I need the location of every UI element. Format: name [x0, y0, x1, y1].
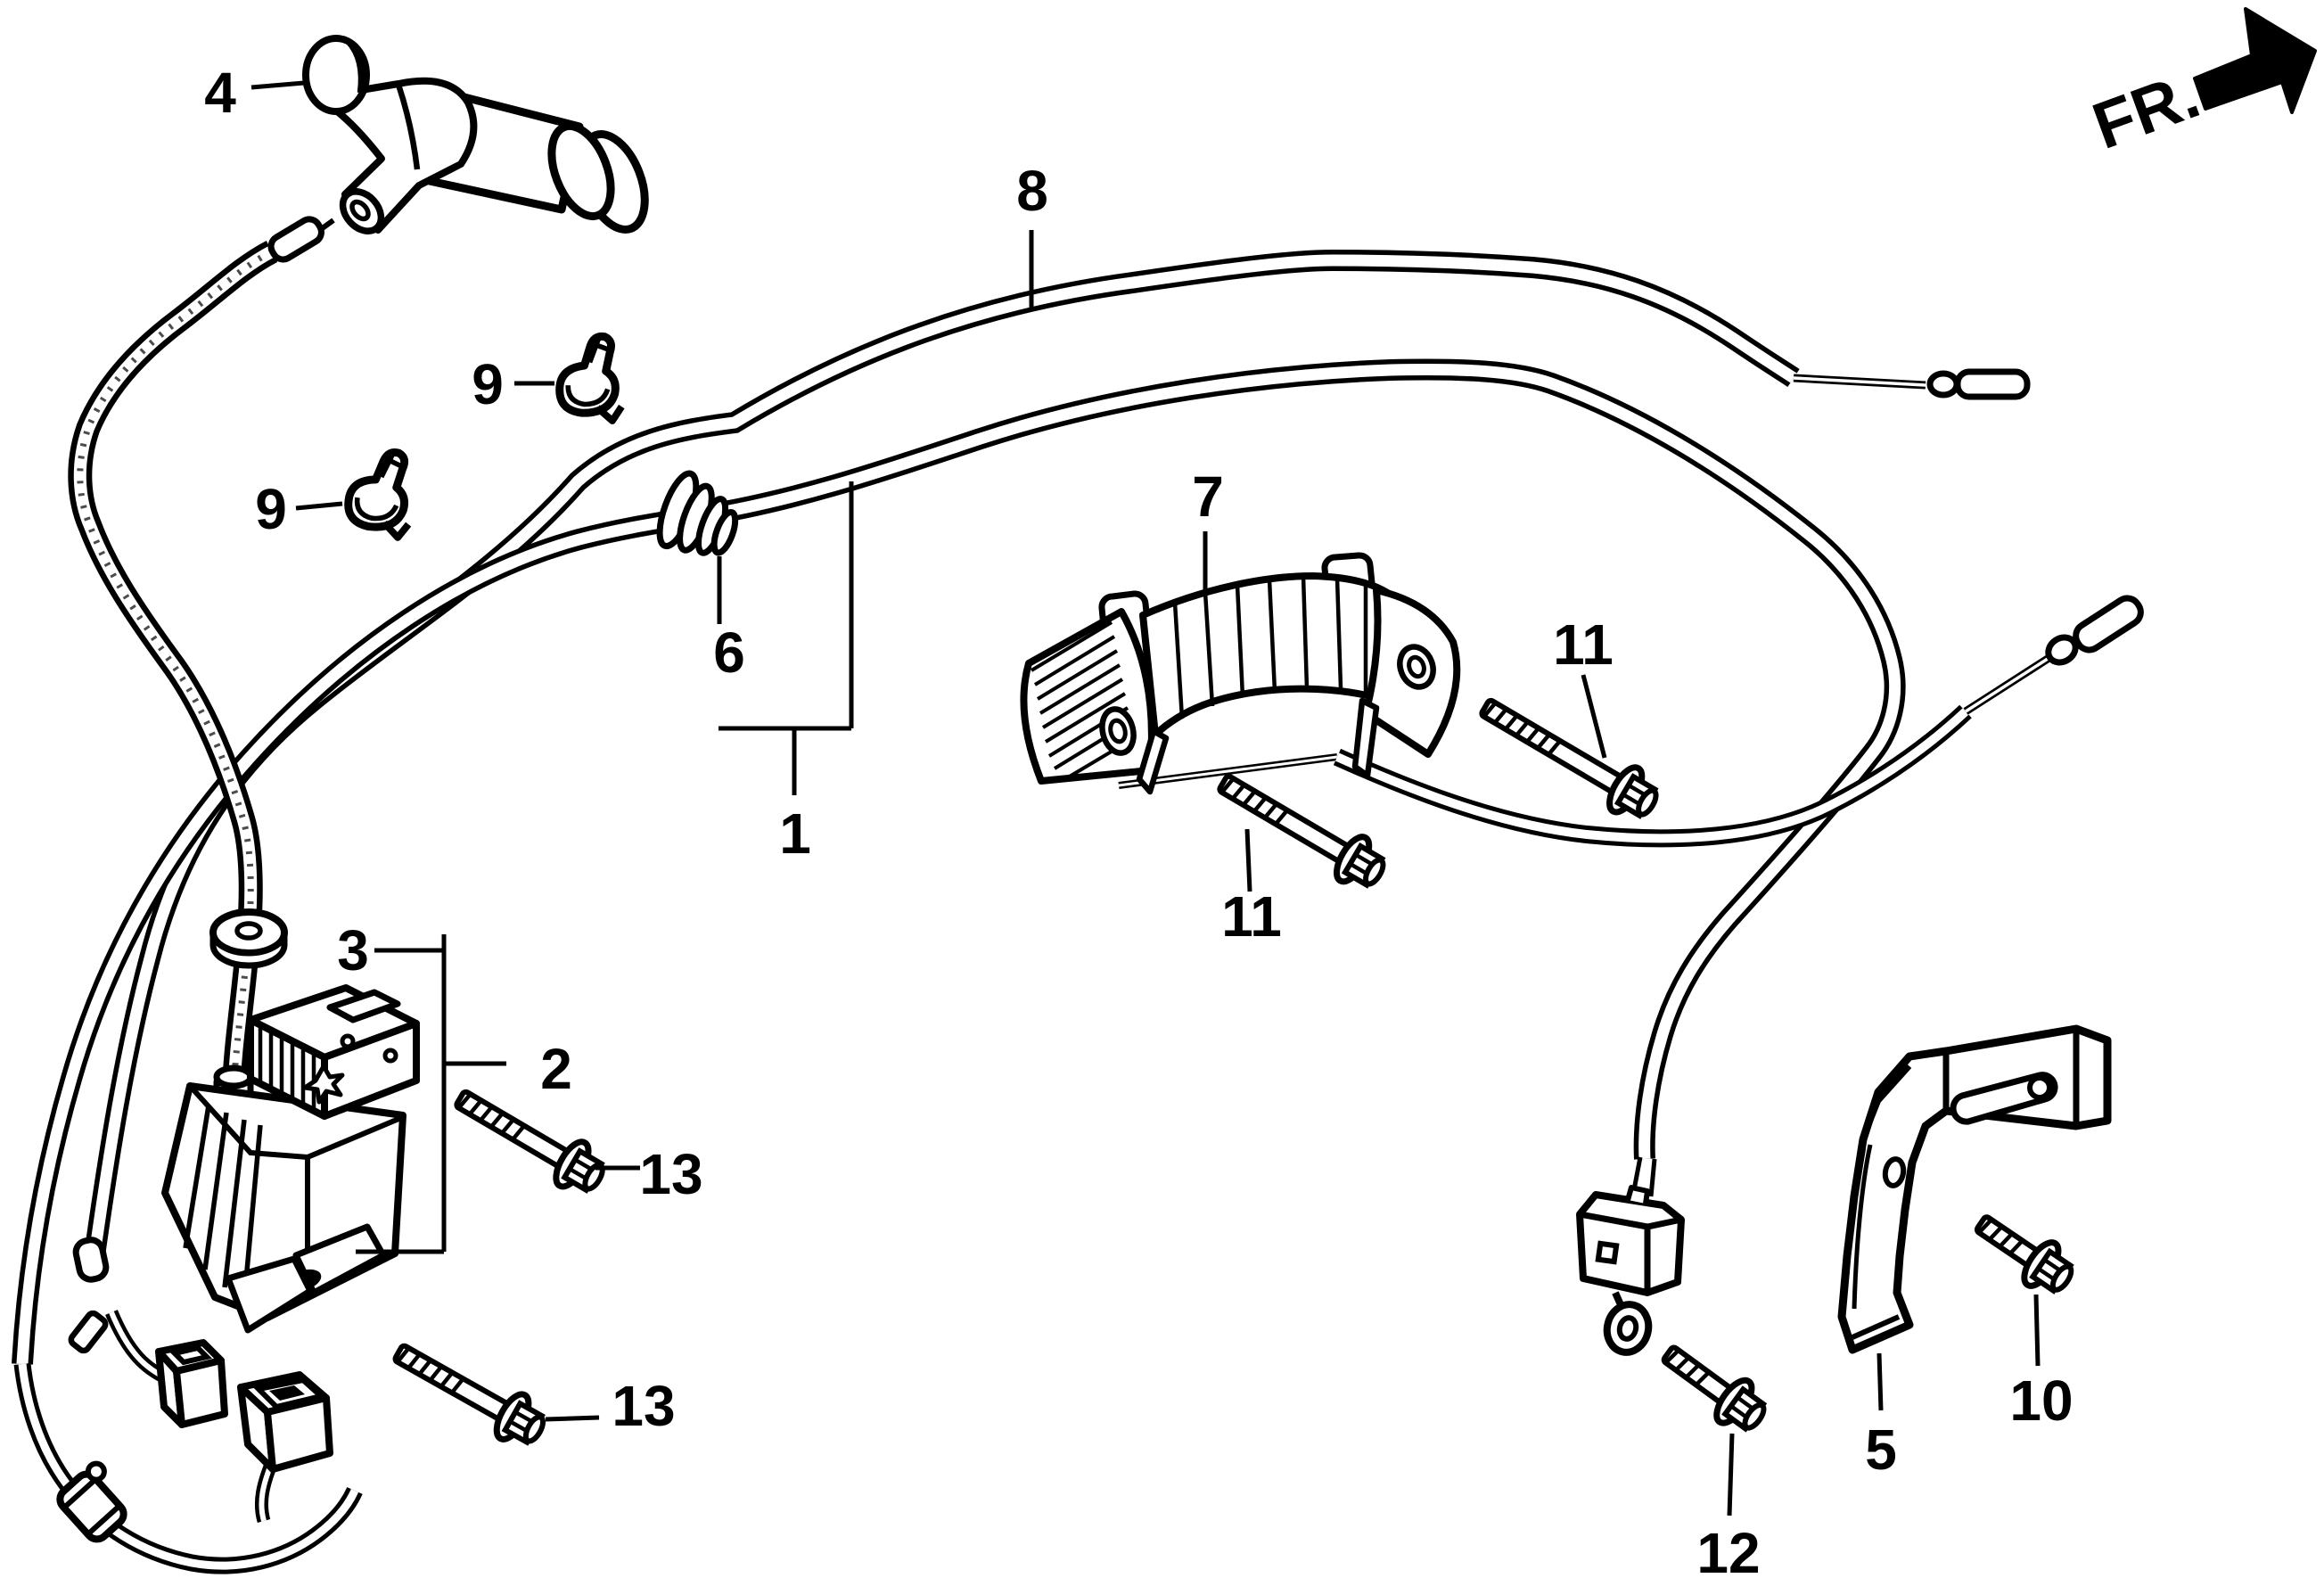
svg-text:11: 11 [1553, 612, 1614, 677]
svg-text:1: 1 [779, 801, 811, 866]
svg-text:3: 3 [337, 918, 369, 982]
svg-text:5: 5 [1865, 1418, 1897, 1482]
svg-text:13: 13 [639, 1142, 702, 1206]
svg-text:10: 10 [2009, 1368, 2073, 1433]
svg-text:13: 13 [612, 1374, 675, 1438]
svg-text:9: 9 [255, 477, 287, 541]
svg-text:9: 9 [472, 352, 504, 416]
svg-text:8: 8 [1016, 159, 1048, 223]
svg-text:2: 2 [540, 1037, 572, 1101]
svg-text:12: 12 [1696, 1521, 1760, 1578]
svg-text:11: 11 [1221, 884, 1282, 949]
svg-text:4: 4 [204, 61, 236, 125]
svg-text:6: 6 [713, 621, 745, 685]
svg-text:7: 7 [1192, 464, 1224, 529]
